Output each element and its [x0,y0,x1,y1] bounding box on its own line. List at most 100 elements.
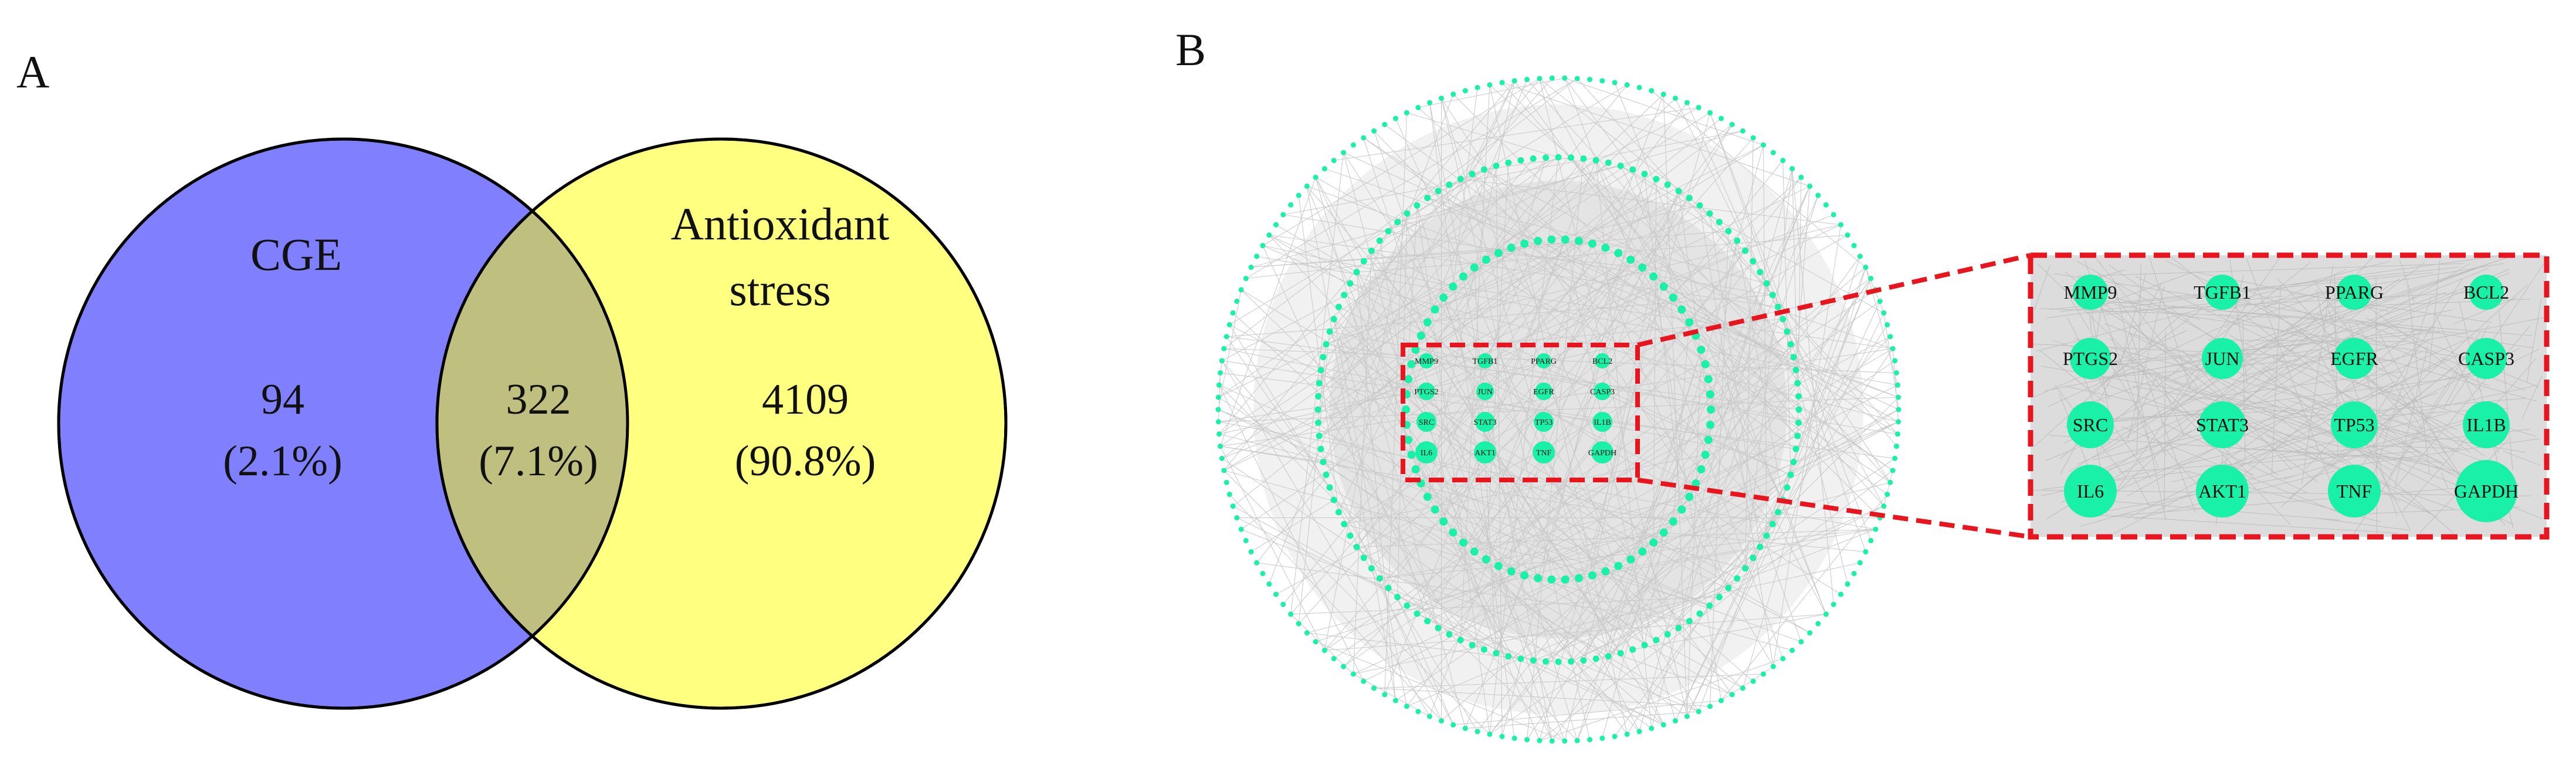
network-node [1696,610,1703,617]
core-node [2331,401,2378,448]
network-edge [1524,98,1676,244]
core-node [2337,275,2372,310]
network-node [1794,432,1801,439]
network-node [1574,574,1583,583]
network-node [1223,479,1229,485]
network-edge [1357,529,1876,547]
network-node [1757,269,1764,276]
network-node [1304,183,1310,189]
network-edge [1460,84,1490,640]
network-node [1517,655,1524,662]
core-node-label: EGFR [2330,348,2378,369]
network-edge [1229,324,1478,732]
network-node [1376,575,1383,582]
core-node-label: PTGS2 [2063,348,2118,369]
network-node [1660,722,1666,728]
core-node-label: AKT1 [2198,481,2246,502]
venn-left-count: 94 [261,376,304,424]
zoom-panel-edge [2237,262,2425,407]
network-node [1706,420,1714,429]
network-node [1382,692,1388,698]
core-node [2334,338,2375,379]
network-edge [1219,80,1515,435]
core-node-small-label: TNF [1536,449,1552,458]
network-node [1494,562,1503,570]
network-node [1784,328,1791,335]
zoom-panel-edge [2052,340,2456,475]
network-edge [1240,289,1412,455]
zoom-panel-edge [2302,265,2334,484]
network-edge [1229,324,1810,634]
zoom-panel-edge [2503,451,2541,466]
network-edge [1632,614,1826,650]
network-node [1248,549,1254,554]
network-edge [1571,157,1799,423]
network-node [1798,639,1804,645]
network-node [1404,375,1413,384]
zoom-panel-edge [2218,279,2490,387]
network-node [1780,157,1786,163]
network-edge [1329,331,1743,689]
network-edge [1326,213,1710,345]
network-edge [1250,130,1743,268]
zoom-panel-edge [2033,313,2184,447]
network-node [1626,255,1635,264]
network-node [1792,445,1799,452]
network-edge [1219,169,1633,435]
zoom-panel-edge [2348,438,2540,466]
network-node [1341,292,1348,299]
network-node [1238,287,1244,293]
network-node [1335,303,1342,310]
zoom-panel-edge [2116,274,2146,378]
network-node [1394,218,1401,225]
network-edge [1306,186,1396,701]
network-node [1763,280,1770,287]
network-node [1592,655,1599,662]
network-node [1798,174,1804,180]
network-node [1368,247,1375,254]
zoom-panel-edge [2521,375,2543,420]
network-node [1612,733,1618,739]
network-node [1215,407,1221,412]
network-edge [1256,562,1690,622]
zoom-panel-edge [2326,367,2454,472]
network-node [1524,737,1530,743]
network-edge [1298,195,1339,512]
network-node [1636,84,1642,90]
network-node [1230,503,1236,509]
network-edge [1644,174,1682,510]
network-node [1734,575,1741,582]
network-node [1561,235,1570,244]
zoom-panel-edge [2375,268,2489,314]
network-node [1416,332,1425,340]
network-edge [1465,191,1679,729]
network-node [1599,78,1605,84]
network-node [1624,731,1630,737]
network-edge [1269,235,1841,595]
network-node [1892,358,1898,364]
network-edge [1379,157,1559,241]
network-edge [1218,397,1621,654]
network-node [1629,166,1636,173]
core-node [2463,401,2510,448]
network-edge [1472,80,1515,174]
network-edge [1460,178,1841,225]
network-node [1361,135,1367,141]
venn-right-name-line1: Antioxidant [671,198,890,249]
core-node-small [1475,412,1495,432]
network-node [1660,92,1666,97]
network-node [1320,354,1327,361]
network-node [1686,194,1693,201]
network-edge [1333,319,1407,706]
zoom-panel-edge [2039,308,2289,319]
network-node [1534,574,1543,583]
venn-left-percent: (2.1%) [223,437,342,485]
network-edge [1427,224,1841,323]
network-edge [1324,278,1872,651]
zoom-panel-edge [2065,374,2481,428]
network-node [1480,166,1487,173]
network-node [1341,150,1347,155]
network-edge [1489,454,1706,735]
network-node [1614,249,1623,258]
network-node [1215,394,1221,400]
